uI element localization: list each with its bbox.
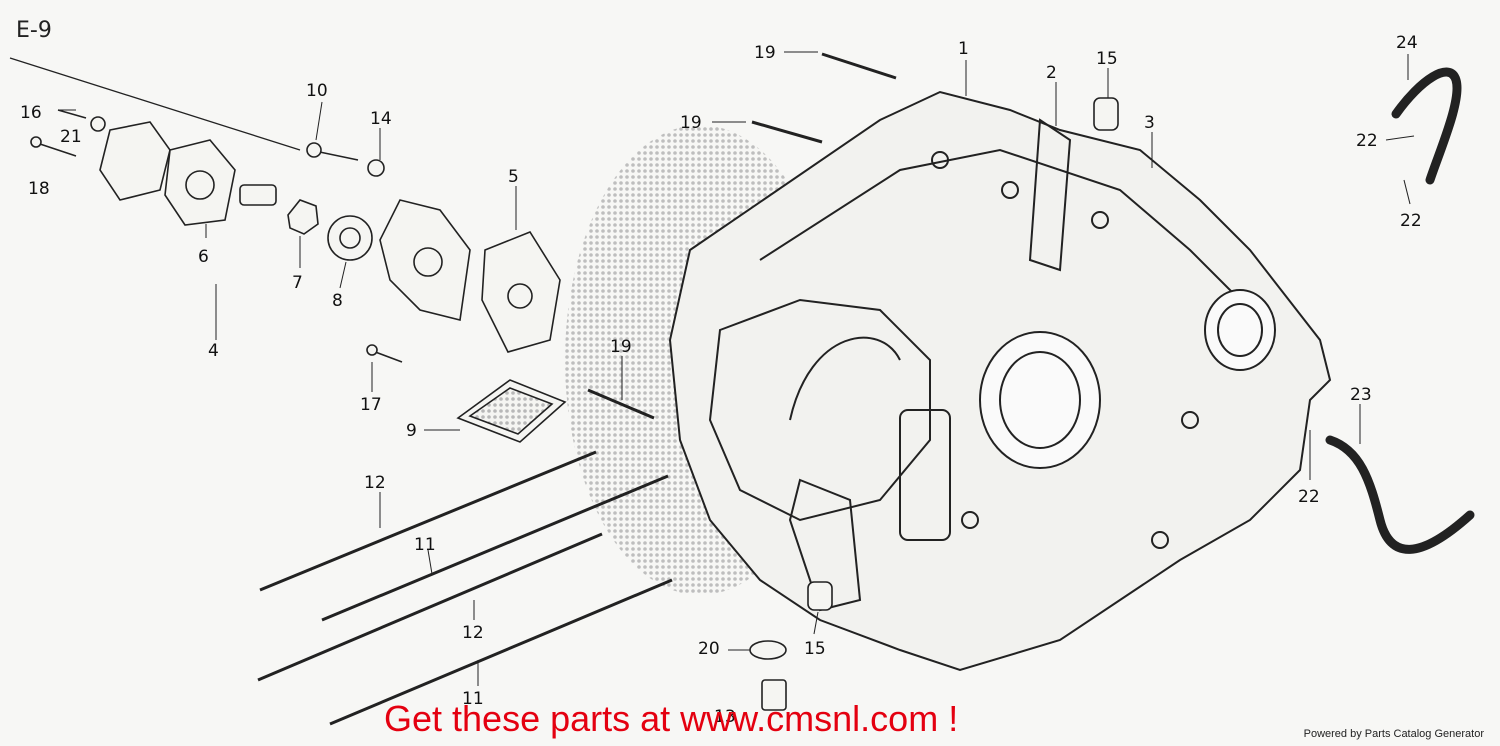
callout-4: 4 bbox=[208, 341, 219, 361]
dowel-15-bottom bbox=[807, 581, 833, 611]
callout-11-upper: 11 bbox=[414, 535, 436, 555]
oil-pump-group-frame bbox=[9, 57, 301, 151]
callout-20: 20 bbox=[698, 639, 720, 659]
washer-20 bbox=[749, 640, 787, 660]
rotor-7 bbox=[287, 199, 319, 235]
callout-22-lower: 22 bbox=[1298, 487, 1320, 507]
callout-22-middle: 22 bbox=[1400, 211, 1422, 231]
callout-11-lower: 11 bbox=[462, 689, 484, 709]
callout-10: 10 bbox=[306, 81, 328, 101]
dowel-15-top bbox=[1093, 97, 1119, 131]
leader-lines bbox=[58, 51, 1415, 686]
callout-2: 2 bbox=[1046, 63, 1057, 83]
bolt-19-mid bbox=[587, 388, 655, 420]
stud-12-top bbox=[259, 450, 597, 592]
callout-3: 3 bbox=[1144, 113, 1155, 133]
stud-12-lower bbox=[257, 532, 603, 682]
callout-15-top: 15 bbox=[1096, 49, 1118, 69]
callout-17: 17 bbox=[360, 395, 382, 415]
callout-22-upper: 22 bbox=[1356, 131, 1378, 151]
callout-19-mid: 19 bbox=[610, 337, 632, 357]
stud-11-upper bbox=[321, 474, 669, 622]
callout-19-top: 19 bbox=[754, 43, 776, 63]
callout-23: 23 bbox=[1350, 385, 1372, 405]
callout-5: 5 bbox=[508, 167, 519, 187]
page-title: E-9 bbox=[16, 18, 52, 43]
washer-14 bbox=[367, 159, 385, 177]
callout-12-upper: 12 bbox=[364, 473, 386, 493]
cover-plate bbox=[99, 121, 171, 201]
callout-6: 6 bbox=[198, 247, 209, 267]
callout-13: 13 bbox=[714, 707, 736, 727]
rotor-8 bbox=[327, 215, 373, 261]
callout-19-second: 19 bbox=[680, 113, 702, 133]
gasket-6 bbox=[164, 139, 236, 226]
callout-24: 24 bbox=[1396, 33, 1418, 53]
bolt-19-second bbox=[751, 120, 823, 144]
stud-bolts bbox=[257, 52, 897, 726]
callout-15-bottom: 15 bbox=[804, 639, 826, 659]
callout-labels: 1 2 3 4 5 6 7 8 9 10 11 11 11 12 12 13 1… bbox=[20, 33, 1422, 727]
bolt-19-top bbox=[821, 52, 897, 80]
callout-12-lower: 12 bbox=[462, 623, 484, 643]
callout-7: 7 bbox=[292, 273, 303, 293]
drain-bolt-13 bbox=[761, 679, 787, 711]
breather-tubes bbox=[1325, 67, 1475, 554]
dowels-and-washers bbox=[749, 97, 1119, 711]
callout-14: 14 bbox=[370, 109, 392, 129]
breather-tube-frame bbox=[1185, 40, 1475, 232]
callout-1: 1 bbox=[958, 39, 969, 59]
stud-11-lower bbox=[329, 578, 673, 726]
crankcase-assembly bbox=[668, 90, 1332, 672]
bolt-16 bbox=[57, 109, 87, 119]
callout-9: 9 bbox=[406, 421, 417, 441]
oil-pump-parts bbox=[30, 109, 567, 443]
shaft bbox=[239, 184, 277, 206]
pump-body bbox=[379, 199, 471, 321]
callout-8: 8 bbox=[332, 291, 343, 311]
callout-18: 18 bbox=[28, 179, 50, 199]
callout-21: 21 bbox=[60, 127, 82, 147]
callout-16: 16 bbox=[20, 103, 42, 123]
powered-by-label: Powered by Parts Catalog Generator bbox=[1303, 728, 1484, 740]
cmsnl-promo-link[interactable]: Get these parts at www.cmsnl.com ! bbox=[384, 698, 959, 739]
washer-21 bbox=[90, 116, 106, 132]
gasket-5 bbox=[481, 231, 561, 353]
